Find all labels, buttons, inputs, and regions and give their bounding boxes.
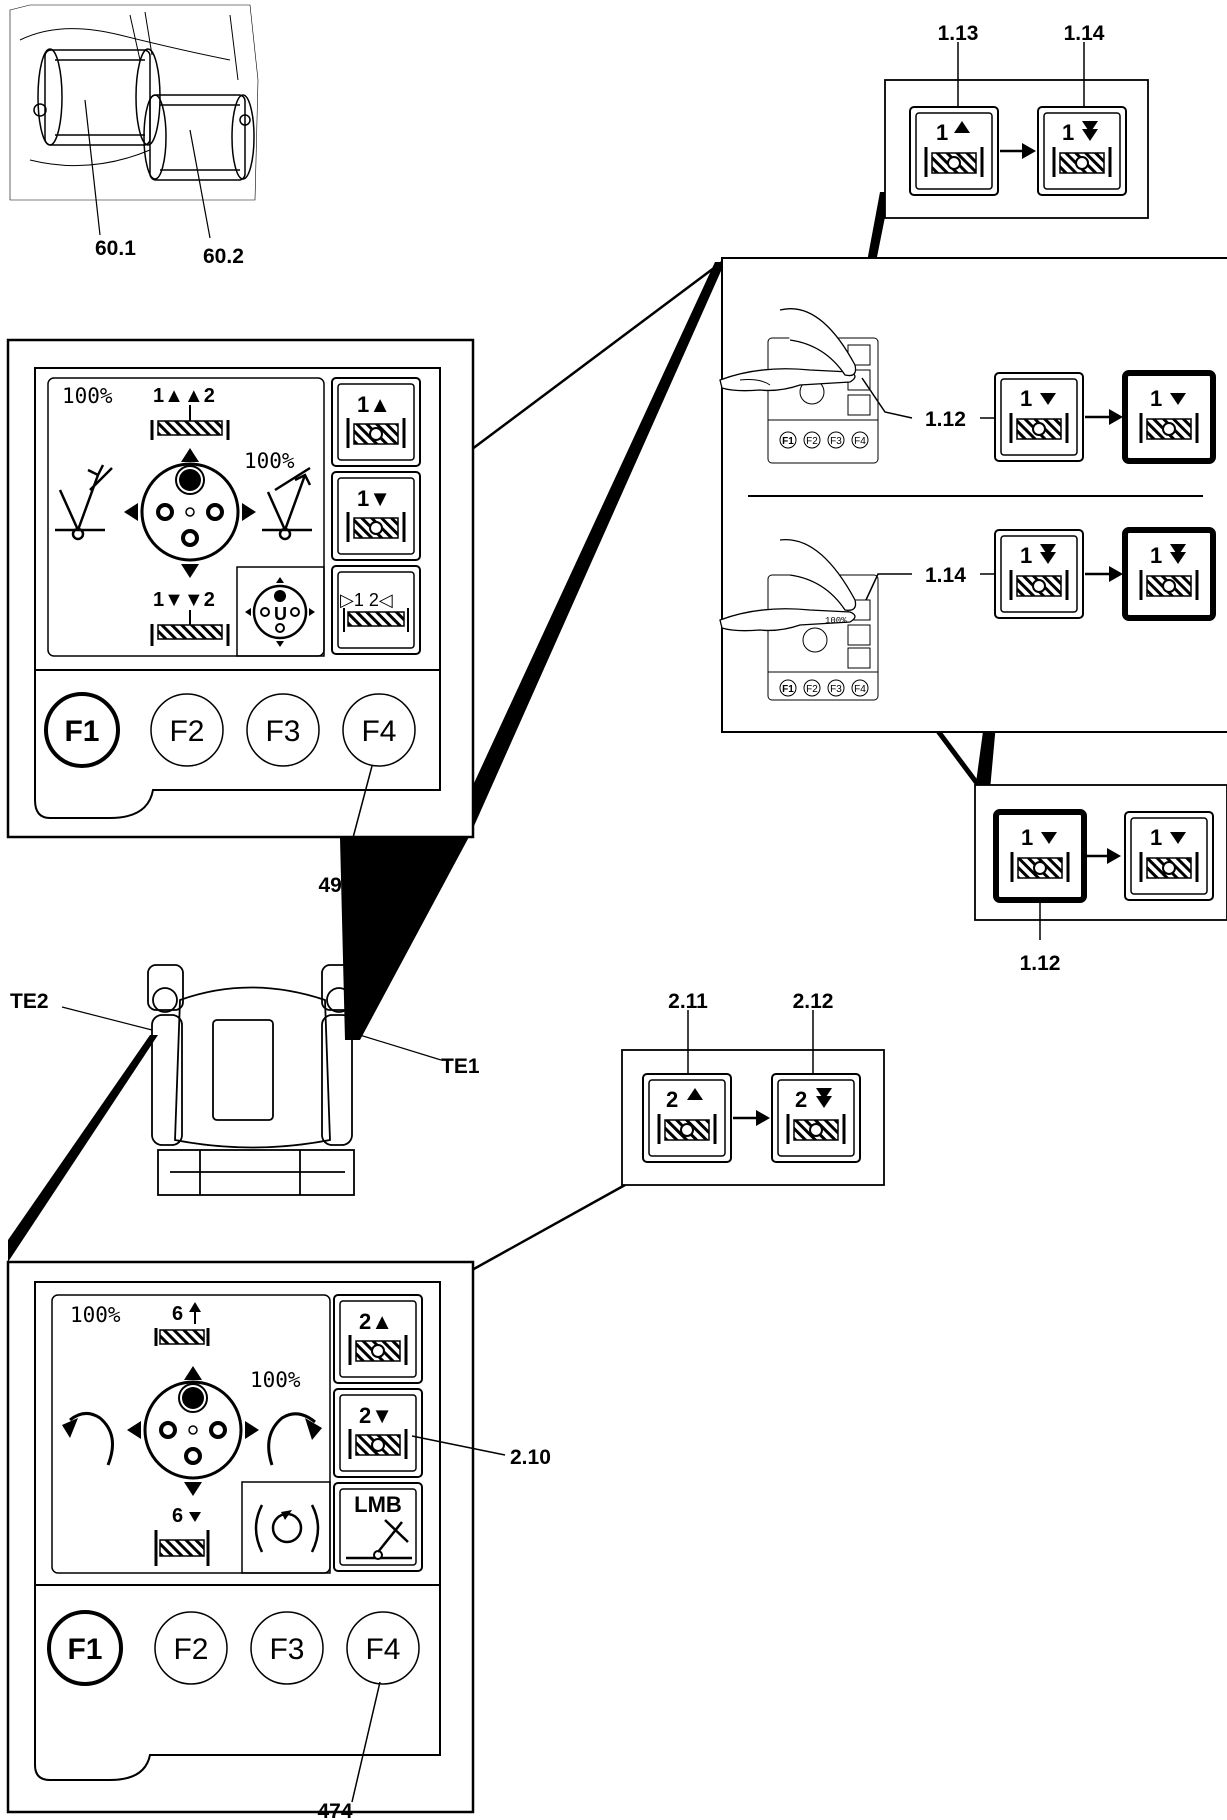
winch1-down-fast-tile: 1 xyxy=(1038,107,1126,195)
tile-112-d-digit: 1 xyxy=(1150,825,1162,850)
mini-panel-2-pct: 100% xyxy=(825,616,847,626)
detail-box-113-114: 1.13 1.14 1 1 xyxy=(885,22,1148,218)
lmb-button[interactable]: LMB xyxy=(334,1483,422,1571)
connector-wedge-top xyxy=(450,262,725,835)
f2-key-b-label: F2 xyxy=(173,1633,208,1666)
winch1-up-label: 1▲ xyxy=(357,392,391,417)
winch1-down-tile-b: 1 xyxy=(1125,812,1213,900)
f4-key-b[interactable]: F4 xyxy=(347,1612,419,1684)
winch2-down-button[interactable]: 2▼ xyxy=(334,1389,422,1477)
mini-panel-2-f1: F1 xyxy=(782,684,794,695)
lmb-label: LMB xyxy=(354,1492,402,1517)
winch1-down-label: 1▼ xyxy=(357,486,391,511)
f1-key[interactable]: F1 xyxy=(46,694,118,766)
percent-right-b: 100% xyxy=(250,1368,301,1392)
mini-panel-1-f2: F2 xyxy=(806,436,818,447)
winch6-down-label: 6 xyxy=(172,1505,183,1527)
callout-474: 474 xyxy=(317,1800,352,1820)
tile-112-a-digit: 1 xyxy=(1020,386,1032,411)
winch-both-down-label: 1▼▼2 xyxy=(153,589,215,611)
winch-both-up-label: 1▲▲2 xyxy=(153,385,215,407)
callout-1-14-top: 1.14 xyxy=(1064,22,1105,45)
callout-2-10: 2.10 xyxy=(510,1446,551,1469)
control-panel-474: 100% 100% 6 6 xyxy=(8,1262,551,1820)
detail-box-112: 1 1 1.12 xyxy=(975,785,1227,975)
f3-key-b[interactable]: F3 xyxy=(251,1612,323,1684)
label-te1: TE1 xyxy=(441,1055,480,1078)
winch1-down-tile-a: 1 xyxy=(995,373,1083,461)
callout-1-13: 1.13 xyxy=(938,22,979,45)
tile-114-digit: 1 xyxy=(1062,120,1074,145)
callout-1-12-bottom: 1.12 xyxy=(1020,952,1061,975)
mini-panel-2-f2: F2 xyxy=(806,684,818,695)
joystick-u-label: U xyxy=(274,604,287,624)
f4-key-label: F4 xyxy=(361,715,396,748)
callout-2-11: 2.11 xyxy=(668,990,708,1013)
tile-211-digit: 2 xyxy=(666,1087,678,1112)
tile-112-b-digit: 1 xyxy=(1150,386,1162,411)
f1-key-b-label: F1 xyxy=(67,1633,102,1666)
mini-panel-1-f3: F3 xyxy=(830,436,842,447)
winch1-up-button[interactable]: 1▲ xyxy=(332,378,420,466)
f4-key[interactable]: F4 xyxy=(343,694,415,766)
winch-sync-button[interactable]: ▷1 2◁ xyxy=(332,566,420,654)
winch2-up-label: 2▲ xyxy=(359,1309,393,1334)
f3-key-label: F3 xyxy=(265,715,300,748)
detail-box-211-212: 2.11 2.12 2 2 xyxy=(622,990,884,1185)
f2-key[interactable]: F2 xyxy=(151,694,223,766)
winch1-up-tile: 1 xyxy=(910,107,998,195)
connector-wedge-bottom xyxy=(8,1035,158,1262)
winch2-up-tile: 2 xyxy=(643,1074,731,1162)
percent-right: 100% xyxy=(244,449,295,473)
control-panel-494: 100% 100% 1▲▲2 1▼▼2 xyxy=(8,340,473,897)
f2-key-label: F2 xyxy=(169,715,204,748)
f1-key-b[interactable]: F1 xyxy=(49,1612,121,1684)
percent-left: 100% xyxy=(62,384,113,408)
tile-112-c-digit: 1 xyxy=(1021,825,1033,850)
winch1-down-button[interactable]: 1▼ xyxy=(332,472,420,560)
callout-2-12: 2.12 xyxy=(793,990,834,1013)
winch2-down-fast-tile: 2 xyxy=(772,1074,860,1162)
f2-key-b[interactable]: F2 xyxy=(155,1612,227,1684)
winch1-down-fast-tile-active: 1 xyxy=(1125,530,1213,618)
winch-sync-label: ▷1 2◁ xyxy=(340,590,393,610)
percent-left-b: 100% xyxy=(70,1303,121,1327)
label-60-2: 60.2 xyxy=(203,245,244,268)
callout-494: 494 xyxy=(318,874,353,897)
winch6-up-label: 6 xyxy=(172,1303,183,1325)
tile-113-digit: 1 xyxy=(936,120,948,145)
tile-212-digit: 2 xyxy=(795,1087,807,1112)
f3-key[interactable]: F3 xyxy=(247,694,319,766)
winch-photo xyxy=(10,5,258,238)
mini-panel-1-f1: F1 xyxy=(782,436,794,447)
callout-1-12-mid: 1.12 xyxy=(925,408,966,431)
detail-frame-operation: F1 F2 F3 F4 1.12 1 1 xyxy=(720,258,1227,732)
tile-114-b-digit: 1 xyxy=(1150,543,1162,568)
f1-key-label: F1 xyxy=(64,715,99,748)
mini-panel-1-f4: F4 xyxy=(854,436,866,447)
tile-114-a-digit: 1 xyxy=(1020,543,1032,568)
winch2-down-label: 2▼ xyxy=(359,1403,393,1428)
winch1-down-tile-active-b: 1 xyxy=(996,812,1084,900)
callout-1-14-mid: 1.14 xyxy=(925,564,966,587)
winch1-down-fast-tile-a: 1 xyxy=(995,530,1083,618)
mini-panel-2-f3: F3 xyxy=(830,684,842,695)
f3-key-b-label: F3 xyxy=(269,1633,304,1666)
connector-wedge-right xyxy=(340,835,470,1040)
winch1-down-tile-active-a: 1 xyxy=(1125,373,1213,461)
f4-key-b-label: F4 xyxy=(365,1633,400,1666)
mini-panel-2-f4: F4 xyxy=(854,684,866,695)
label-te2: TE2 xyxy=(10,990,49,1013)
label-60-1: 60.1 xyxy=(95,237,136,260)
winch2-up-button[interactable]: 2▲ xyxy=(334,1295,422,1383)
